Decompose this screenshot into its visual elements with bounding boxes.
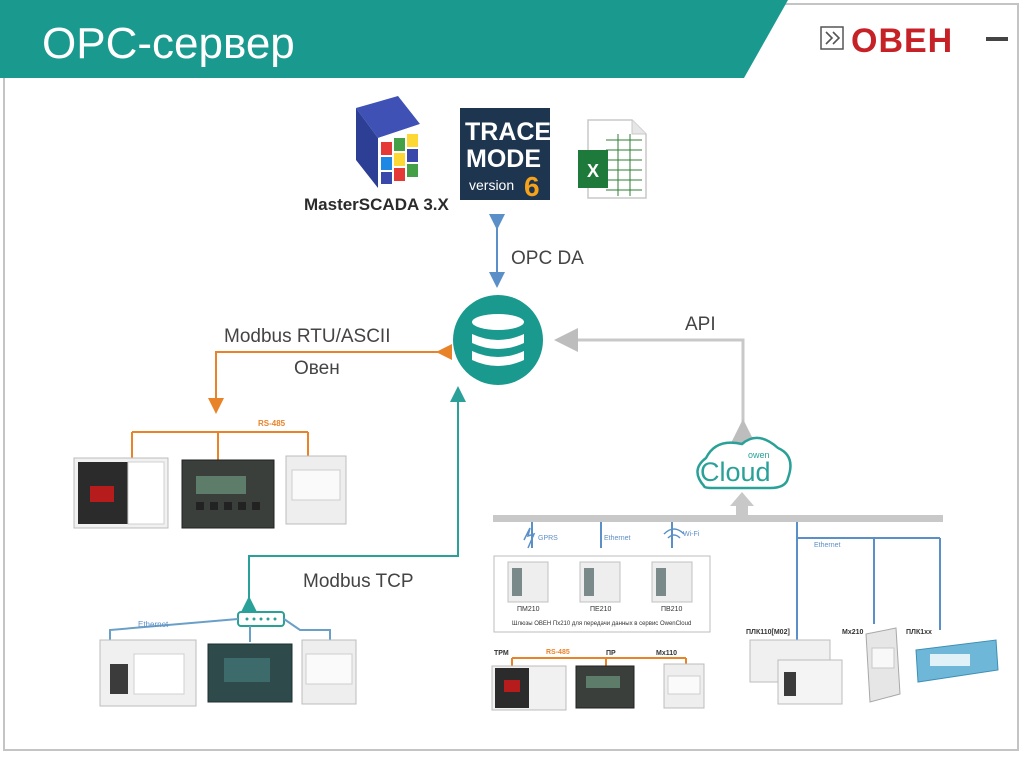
gateway-pe210-label: ПЕ210	[590, 606, 611, 613]
double-chevron-icon	[820, 26, 844, 50]
gateway-pm210-label: ПМ210	[517, 606, 540, 613]
cloud-small-label: owen	[748, 450, 770, 460]
device-plc1xx-label: ПЛК1хх	[906, 629, 932, 636]
gateway-wifi-label: Wi-Fi	[683, 531, 700, 538]
modbus-rtu-label: Modbus RTU/ASCII	[224, 326, 390, 347]
masterscada-cube-icon	[356, 96, 420, 188]
title-band	[0, 0, 788, 78]
device-pr-label: ПР	[606, 650, 616, 657]
logo-text: ОВЕН	[851, 22, 953, 60]
device-plc1xx	[915, 639, 999, 683]
gateway-pv210-label: ПВ210	[661, 606, 682, 613]
ethernet-label-left: Ethernet	[138, 620, 169, 629]
excel-icon: X	[578, 119, 647, 199]
tracemode-logo: TRACE MODE version 6	[460, 108, 551, 202]
device-mx110-bottom	[663, 663, 705, 709]
ethernet-bus-right	[796, 522, 941, 640]
device-plc110-label: ПЛК110[М02]	[746, 629, 790, 636]
cloud-up-arrow	[730, 492, 754, 516]
gateways-caption: Шлюзы ОВЕН Пх210 для передачи данных в с…	[512, 621, 691, 627]
device-mx210-label: Мх210	[842, 629, 864, 636]
internet-bus	[493, 515, 943, 522]
masterscada-label: MasterSCADA 3.X	[304, 195, 450, 214]
device-plc-bottom-left	[99, 639, 197, 707]
device-module-left	[285, 455, 347, 525]
owen-logo: ОВЕН	[820, 22, 1008, 60]
svg-text:version: version	[469, 177, 514, 193]
device-pr-bottom	[575, 665, 635, 709]
modbus-tcp-arrow	[241, 386, 466, 612]
svg-text:X: X	[587, 161, 599, 181]
device-module-bottom-left	[301, 639, 357, 705]
modbus-tcp-label: Modbus TCP	[303, 571, 414, 592]
rs485-label-bottom: RS-485	[546, 649, 570, 656]
device-controller-bottom-left	[207, 643, 293, 703]
device-trm-left	[73, 457, 169, 529]
device-trm-bottom	[491, 665, 567, 711]
api-arrow	[554, 328, 755, 443]
modbus-rtu-arrow	[208, 344, 452, 414]
ethernet-label-right: Ethernet	[814, 542, 841, 549]
modbus-rtu-owen-label: Овен	[294, 358, 340, 379]
device-mx110-label: Мх110	[656, 650, 677, 657]
opc-da-label: OPC DA	[511, 248, 584, 269]
cloud-big-label: Cloud	[700, 457, 771, 487]
rs485-bus-left	[131, 431, 309, 460]
device-plc110	[749, 639, 843, 705]
owen-cloud-icon	[696, 436, 792, 490]
rs485-label-left: RS-485	[258, 419, 286, 428]
device-pr-left	[181, 459, 275, 529]
gateway-ethernet-label: Ethernet	[604, 535, 631, 542]
svg-text:MODE: MODE	[466, 145, 541, 173]
svg-text:TRACE: TRACE	[465, 118, 551, 146]
opc-server-database-icon	[453, 295, 543, 385]
api-label: API	[685, 314, 716, 335]
device-trm-label: ТРМ	[494, 650, 509, 657]
gateway-gprs-label: GPRS	[538, 535, 558, 542]
device-mx210	[865, 627, 901, 703]
svg-text:6: 6	[524, 171, 540, 202]
page-title: OPC-сервер	[42, 19, 295, 68]
gateways-panel	[493, 522, 711, 633]
